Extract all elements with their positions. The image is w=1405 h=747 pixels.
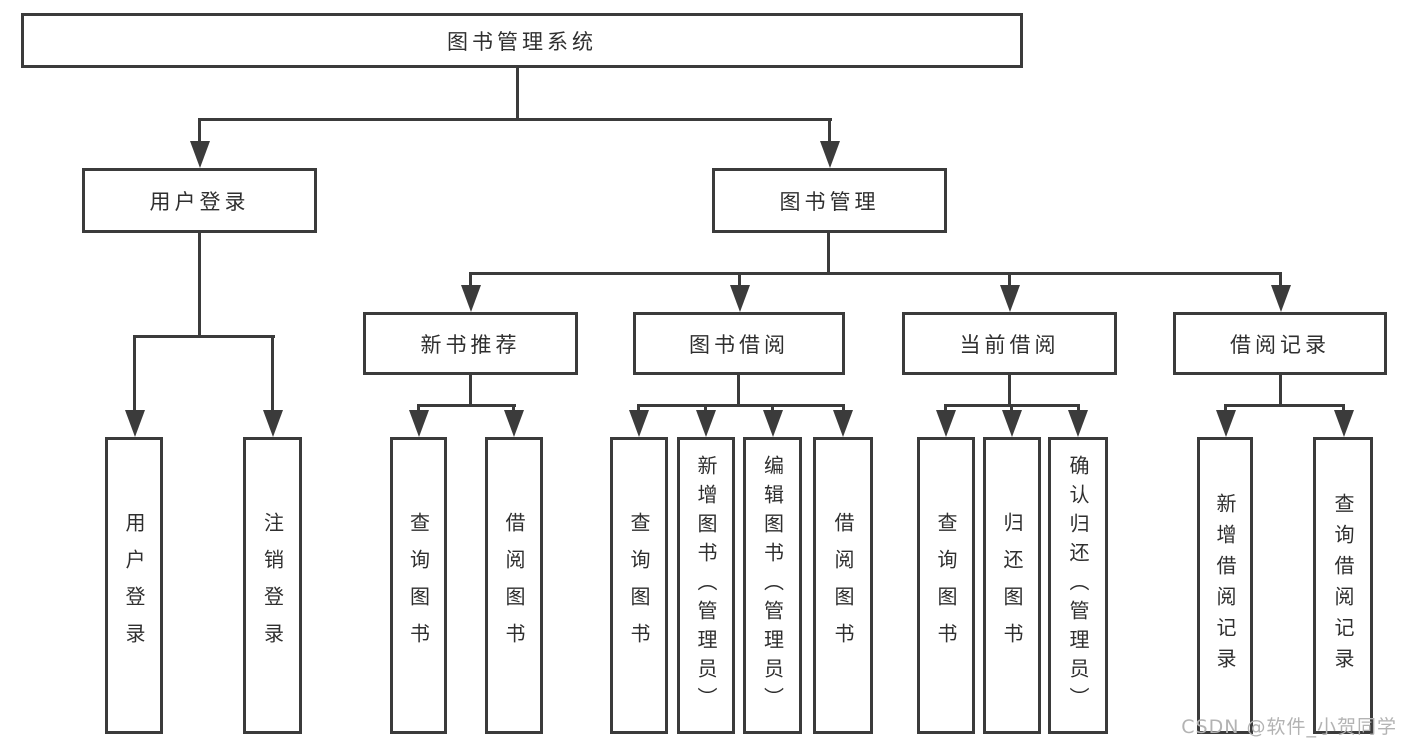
arrow-down-icon — [190, 141, 210, 168]
leaf-label: 查询图书 — [934, 511, 958, 660]
leaf-query-books-current: 查询图书 — [917, 437, 975, 734]
node-borrowing-records: 借阅记录 — [1173, 312, 1387, 375]
leaf-label: 用户登录 — [122, 511, 146, 660]
connector-line — [828, 118, 831, 144]
arrow-down-icon — [1002, 410, 1022, 437]
connector-line — [133, 335, 136, 413]
arrow-down-icon — [461, 285, 481, 312]
connector-line — [469, 272, 472, 288]
node-user-login: 用户登录 — [82, 168, 317, 233]
arrow-down-icon — [1068, 410, 1088, 437]
leaf-return-book: 归还图书 — [983, 437, 1041, 734]
leaf-query-books-borrow: 查询图书 — [610, 437, 668, 734]
leaf-label: 借阅图书 — [502, 511, 526, 660]
leaf-borrow-books: 借阅图书 — [813, 437, 873, 734]
arrow-down-icon — [1334, 410, 1354, 437]
connector-line — [1008, 375, 1011, 407]
leaf-label: 查询图书 — [406, 511, 431, 660]
leaf-label: 查询图书 — [627, 511, 651, 660]
leaf-logout: 注销登录 — [243, 437, 302, 734]
arrow-down-icon — [936, 410, 956, 437]
arrow-down-icon — [1271, 285, 1291, 312]
leaf-confirm-return-admin: 确认归还（管理员） — [1048, 437, 1108, 734]
arrow-down-icon — [263, 410, 283, 437]
connector-line — [516, 68, 519, 121]
arrow-down-icon — [504, 410, 524, 437]
arrow-down-icon — [629, 410, 649, 437]
connector-line — [1008, 272, 1011, 288]
leaf-query-books-recommend: 查询图书 — [390, 437, 447, 734]
node-new-book-recommendation: 新书推荐 — [363, 312, 578, 375]
connector-line — [198, 233, 201, 338]
node-book-management: 图书管理 — [712, 168, 947, 233]
connector-line — [737, 375, 740, 407]
leaf-label: 注销登录 — [260, 511, 285, 660]
leaf-add-borrow-record: 新增借阅记录 — [1197, 437, 1253, 734]
connector-line — [738, 272, 741, 288]
leaf-label: 归还图书 — [1000, 511, 1024, 660]
arrow-down-icon — [409, 410, 429, 437]
node-system-root: 图书管理系统 — [21, 13, 1023, 68]
arrow-down-icon — [1216, 410, 1236, 437]
connector-line — [1279, 375, 1282, 407]
arrow-down-icon — [125, 410, 145, 437]
leaf-label: 确认归还（管理员） — [1066, 455, 1090, 716]
leaf-user-login: 用户登录 — [105, 437, 163, 734]
connector-line — [469, 272, 1282, 275]
leaf-label: 查询借阅记录 — [1331, 492, 1355, 679]
connector-line — [1224, 404, 1345, 407]
connector-line — [133, 335, 275, 338]
arrow-down-icon — [696, 410, 716, 437]
connector-line — [1279, 272, 1282, 288]
leaf-label: 借阅图书 — [831, 511, 855, 660]
leaf-query-borrow-record: 查询借阅记录 — [1313, 437, 1373, 734]
node-book-borrowing: 图书借阅 — [633, 312, 845, 375]
connector-line — [198, 118, 201, 144]
connector-line — [827, 233, 830, 274]
arrow-down-icon — [820, 141, 840, 168]
node-current-borrowing: 当前借阅 — [902, 312, 1117, 375]
arrow-down-icon — [1000, 285, 1020, 312]
connector-line — [637, 404, 845, 407]
arrow-down-icon — [763, 410, 783, 437]
connector-line — [271, 335, 274, 413]
leaf-borrow-books-recommend: 借阅图书 — [485, 437, 543, 734]
leaf-label: 新增图书（管理员） — [694, 455, 718, 716]
arrow-down-icon — [833, 410, 853, 437]
leaf-label: 新增借阅记录 — [1213, 492, 1237, 679]
arrow-down-icon — [730, 285, 750, 312]
leaf-add-book-admin: 新增图书（管理员） — [677, 437, 735, 734]
connector-line — [198, 118, 832, 121]
leaf-label: 编辑图书（管理员） — [760, 455, 785, 716]
csdn-watermark: CSDN @软件_小贺同学 — [1181, 716, 1397, 738]
connector-line — [469, 375, 472, 407]
leaf-edit-book-admin: 编辑图书（管理员） — [743, 437, 802, 734]
connector-line — [417, 404, 516, 407]
